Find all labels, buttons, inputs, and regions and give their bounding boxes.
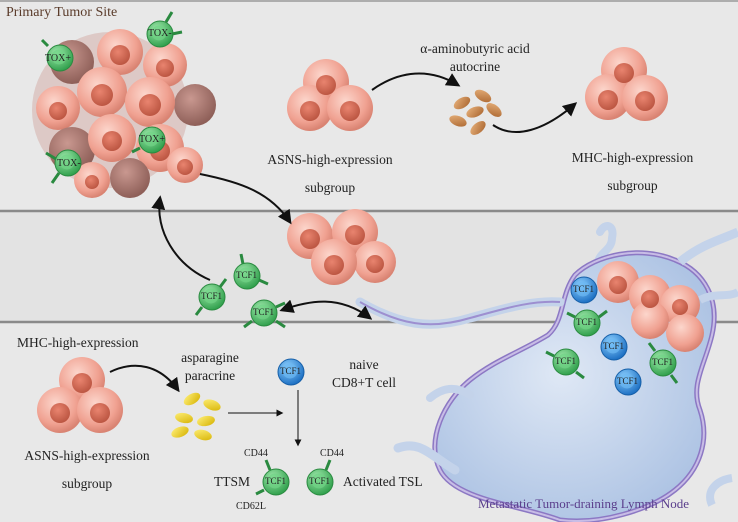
primary-tumor-site-title: Primary Tumor Site [6,5,118,20]
cd62l-label: CD62L [236,501,266,512]
tcf1-label: TCF1 [309,476,331,486]
ln-t-cells [545,276,679,396]
mechanism-line-1: α-aminobutyric acid [420,41,530,56]
tcf1-label: TCF1 [265,476,287,486]
asns-tumor-top [287,59,373,131]
migrating-tumor-cluster [287,209,396,285]
naive-line-2: CD8+T cell [332,375,396,390]
asns-line-1: ASNS-high-expression [24,448,150,463]
activated-tsl-label: Activated TSL [343,474,423,489]
mhc-group-bottom-label: MHC-high-expression [17,335,139,350]
asns-group-bottom-label: ASNS-high-expression subgroup [12,442,162,498]
asns-line-2: subgroup [61,476,113,491]
asparagine-mechanism-label: asparagine paracrine [170,349,250,385]
naive-line-1: naive [349,357,379,372]
activated-tsl-cell [306,459,334,496]
mhc-tumor-top [585,47,668,121]
tcf1-label: TCF1 [253,307,275,317]
asparagine-particles [171,392,221,441]
tcf1-label: TCF1 [576,317,598,327]
tcf1-label: TCF1 [280,366,302,376]
mechanism-line-2: autocrine [449,59,501,74]
mechanism-line-2: paracrine [184,368,236,383]
ln-tumor-cluster [597,261,704,352]
ttsm-cell [255,459,290,496]
tcf1-label: TCF1 [617,376,639,386]
asns-line-2: subgroup [304,180,356,195]
aminobutyric-particles [449,89,502,135]
mechanism-line-1: asparagine [181,350,239,365]
asns-group-top-label: ASNS-high-expression subgroup [255,146,405,202]
naive-cd8-label: naive CD8+T cell [320,356,408,392]
tcf1-label: TCF1 [236,270,258,280]
arrows [109,72,578,447]
aminobutyric-mechanism-label: α-aminobutyric acid autocrine [395,40,555,76]
tcf1-label: TCF1 [201,291,223,301]
tox-minus-label: TOX- [148,28,172,39]
mhc-line-2: subgroup [607,178,658,193]
tcf1-label: TCF1 [555,356,577,366]
tox-plus-label: TOX+ [139,134,166,145]
tox-plus-label: TOX+ [45,53,72,64]
tcf1-label: TCF1 [573,284,595,294]
lymph-node-title: Metastatic Tumor-draining Lymph Node [478,496,689,511]
cd44-label: CD44 [320,448,344,459]
mhc-group-top-label: MHC-high-expression subgroup [560,144,705,200]
tcf1-label: TCF1 [603,341,625,351]
mhc-line-1: MHC-high-expression [571,150,694,165]
tox-minus-label: TOX- [57,158,81,169]
tox-cells [40,11,183,184]
ttsm-label: TTSM [214,474,251,489]
tumor-bottom-left [37,357,123,433]
tcf1-label: TCF1 [652,357,674,367]
cd44-label: CD44 [244,448,268,459]
asns-line-1: ASNS-high-expression [267,152,393,167]
